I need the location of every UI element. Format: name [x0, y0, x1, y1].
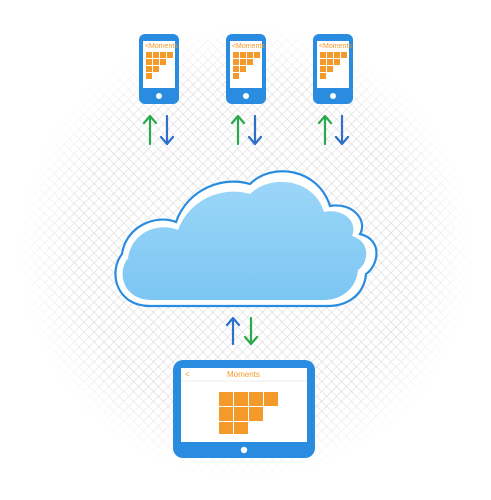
cloud-fill [122, 181, 367, 300]
tablet: < Moments [173, 360, 315, 458]
arrow-down-icon [159, 114, 175, 146]
sync-arrows-phone-3 [317, 114, 350, 146]
phone-screen-title: Moments [236, 43, 265, 50]
arrow-down-icon [247, 114, 263, 146]
photo-grid-icon [233, 52, 260, 79]
arrow-up-icon [142, 114, 158, 146]
phone-screen-title: Moments [149, 43, 178, 50]
phone-2: < Moments [226, 34, 266, 104]
arrow-up-icon [225, 316, 241, 346]
phone-screen-title: Moments [323, 43, 352, 50]
home-button-icon [243, 93, 249, 99]
arrow-down-icon [334, 114, 350, 146]
cloud-icon [114, 170, 378, 308]
sync-arrows-phone-1 [142, 114, 175, 146]
phone-back-glyph: < [319, 43, 323, 50]
home-button-icon [240, 446, 248, 454]
sync-arrows-phone-2 [230, 114, 263, 146]
sync-arrows-tablet [225, 316, 259, 346]
photo-grid-icon [320, 52, 347, 79]
photo-grid-icon [219, 392, 278, 434]
phone-1: < Moments [139, 34, 179, 104]
tablet-screen-title: Moments [227, 370, 260, 379]
home-button-icon [156, 93, 162, 99]
arrow-up-icon [317, 114, 333, 146]
phone-3: < Moments [313, 34, 353, 104]
phone-back-glyph: < [145, 43, 149, 50]
tablet-back-glyph: < [185, 370, 190, 379]
arrow-down-icon [243, 316, 259, 346]
home-button-icon [330, 93, 336, 99]
photo-grid-icon [146, 52, 173, 79]
phone-back-glyph: < [232, 43, 236, 50]
arrow-up-icon [230, 114, 246, 146]
